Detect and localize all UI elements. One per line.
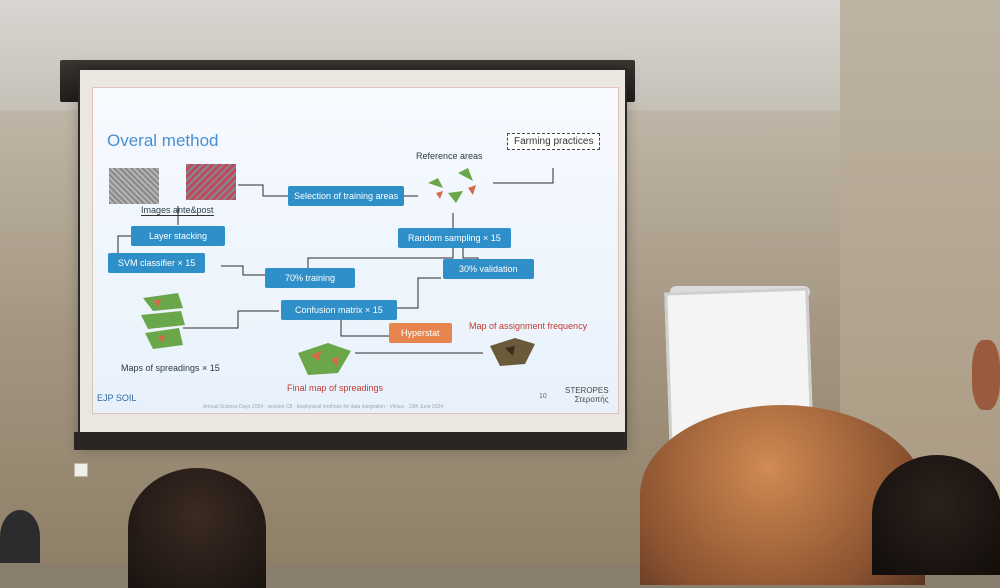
steropes-logo-greek: Στεροπής <box>574 395 609 404</box>
wall-switch <box>74 463 88 477</box>
svm-classifier-box: SVM classifier × 15 <box>108 253 206 273</box>
presenter-hand <box>972 340 1000 410</box>
ejp-soil-logo: EJP SOIL <box>97 393 137 403</box>
chair-back <box>0 510 40 563</box>
satellite-image-post <box>186 164 236 200</box>
audience-head-right <box>872 455 1000 575</box>
final-map-label: Final map of spreadings <box>287 383 384 393</box>
farming-practices-box: Farming practices <box>507 133 601 150</box>
maps-of-spreadings-label: Maps of spreadings × 15 <box>121 363 220 373</box>
reference-areas-label: Reference areas <box>416 151 483 161</box>
layer-stacking-box: Layer stacking <box>131 226 226 246</box>
screen-base <box>74 432 627 450</box>
reference-areas-map <box>428 168 476 203</box>
hyperstat-box: Hyperstat <box>389 323 452 343</box>
maps-of-spreadings-stack <box>141 293 185 349</box>
slide-footer-caption: Annual Science Days 2024 · session C8 · … <box>203 404 444 410</box>
selection-training-areas-box: Selection of training areas <box>288 186 405 206</box>
images-label: Images ante&post <box>141 205 214 216</box>
audience-head-left <box>128 468 266 588</box>
steropes-logo-text: STEROPES <box>565 386 609 395</box>
final-map-of-spreadings <box>298 343 351 375</box>
presentation-slide: Overal method Images ante&post Reference… <box>92 87 619 414</box>
satellite-image-ante <box>109 168 159 204</box>
confusion-matrix-box: Confusion matrix × 15 <box>281 300 397 320</box>
assignment-frequency-label: Map of assignment frequency <box>469 321 588 331</box>
steropes-logo: STEROPES Στεροπής <box>565 386 609 404</box>
training-70-box: 70% training <box>265 268 356 288</box>
slide-title: Overal method <box>107 131 219 150</box>
random-sampling-box: Random sampling × 15 <box>398 228 511 248</box>
validation-30-box: 30% validation <box>443 259 534 279</box>
assignment-frequency-map <box>490 338 535 366</box>
slide-number: 10 <box>539 393 547 400</box>
